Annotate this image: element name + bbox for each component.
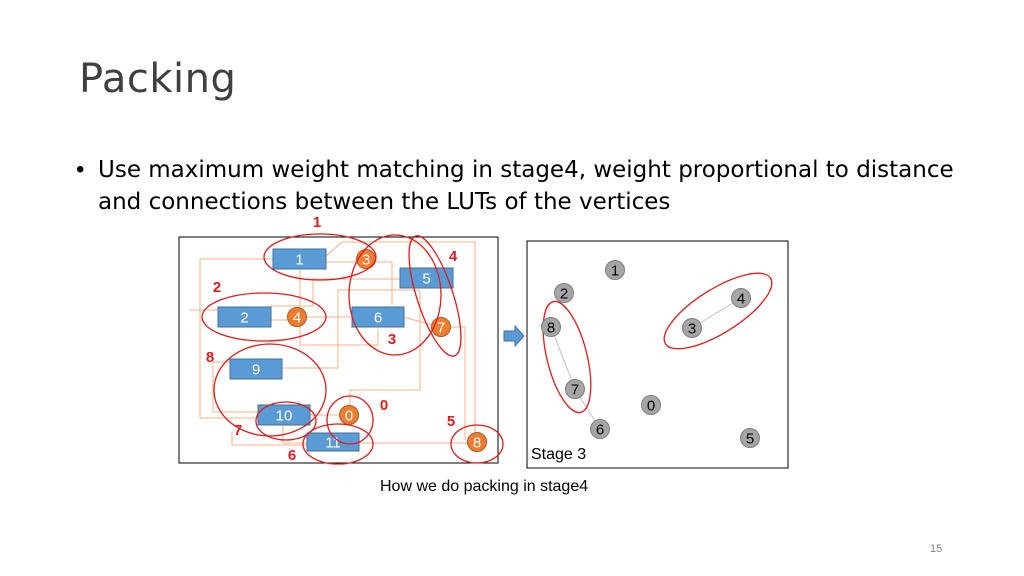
slide-title: Packing	[79, 56, 237, 102]
cluster-ellipse-4	[408, 235, 462, 357]
rect-1: 1	[272, 248, 327, 270]
bullet-dot: •	[76, 156, 85, 183]
cluster-ellipses	[201, 233, 504, 465]
cluster-ellipse-8	[213, 343, 327, 437]
cluster-ellipse-3	[348, 234, 442, 356]
gnode-0-label: 0	[647, 398, 655, 415]
cluster-label-4: 4	[449, 248, 458, 265]
gnode-6: 6	[590, 419, 610, 439]
cluster-ellipse-2	[201, 292, 327, 342]
cluster-label-5: 5	[447, 413, 455, 430]
cluster-label-3: 3	[388, 331, 396, 348]
cluster-label-1: 1	[313, 214, 321, 231]
rect-10: 10	[257, 404, 311, 426]
rect-9: 9	[229, 358, 283, 380]
rect-1-label: 1	[295, 252, 303, 269]
node-3-label: 3	[362, 252, 370, 269]
cluster-ellipse-7	[255, 401, 317, 441]
cluster-ellipse-6	[302, 423, 374, 465]
gnode-4-label: 4	[737, 291, 745, 308]
rect-6-label: 6	[374, 310, 382, 327]
cluster-label-7: 7	[234, 422, 242, 439]
node-0-label: 0	[345, 408, 353, 425]
matching-ellipses	[542, 272, 773, 414]
gnode-3: 3	[682, 318, 702, 338]
rect-2: 2	[217, 306, 272, 328]
gnode-0: 0	[641, 395, 661, 415]
node-0: 0	[339, 405, 359, 425]
gnode-2-label: 2	[560, 286, 568, 303]
rect-9-label: 9	[252, 362, 260, 379]
stage-label: Stage 3	[531, 446, 586, 463]
matching-ellipse-3-4	[663, 272, 773, 350]
matching-ellipse-8-7	[542, 300, 592, 414]
gnode-8-label: 8	[547, 320, 555, 337]
right-arrow-icon	[503, 324, 525, 348]
rect-10-label: 10	[276, 408, 293, 425]
cluster-label-2: 2	[213, 279, 221, 296]
gnode-1-label: 1	[611, 263, 619, 280]
rect-11-label: 11	[325, 435, 341, 452]
rect-2-label: 2	[240, 310, 248, 327]
cluster-ellipse-1	[263, 233, 377, 281]
gnode-5-label: 5	[746, 431, 754, 448]
gnode-6-label: 6	[596, 422, 604, 439]
gnode-1: 1	[605, 260, 625, 280]
gnode-8: 8	[541, 317, 561, 337]
rect-5-label: 5	[422, 271, 430, 288]
node-4-label: 4	[293, 310, 301, 327]
gnode-3-label: 3	[688, 321, 696, 338]
node-7-label: 7	[437, 320, 445, 337]
gnode-4: 4	[731, 288, 751, 308]
gnode-2: 2	[554, 283, 574, 303]
cluster-label-8: 8	[206, 349, 214, 366]
rect-11: 11	[306, 432, 360, 452]
page-number: 15	[930, 543, 943, 555]
bullet-item: Use maximum weight matching in stage4, w…	[98, 157, 954, 215]
wire-network	[190, 241, 488, 446]
rect-6: 6	[351, 306, 405, 328]
cluster-label-0: 0	[380, 397, 388, 414]
cluster-label-6: 6	[288, 447, 296, 464]
right-panel: 1 2 4 8 3 7 0 6	[526, 240, 789, 469]
diagram-caption: How we do packing in stage4	[380, 478, 589, 495]
cluster-ellipse-0	[326, 395, 374, 445]
node-4: 4	[287, 307, 307, 327]
gnode-7: 7	[565, 379, 585, 399]
node-8-label: 8	[473, 435, 481, 452]
gnode-7-label: 7	[571, 382, 579, 399]
left-panel: 1 5 2 6 9 10 11 3	[178, 214, 504, 465]
gnode-5: 5	[740, 428, 760, 448]
node-8: 8	[467, 432, 487, 452]
cluster-ellipse-5	[450, 424, 504, 464]
